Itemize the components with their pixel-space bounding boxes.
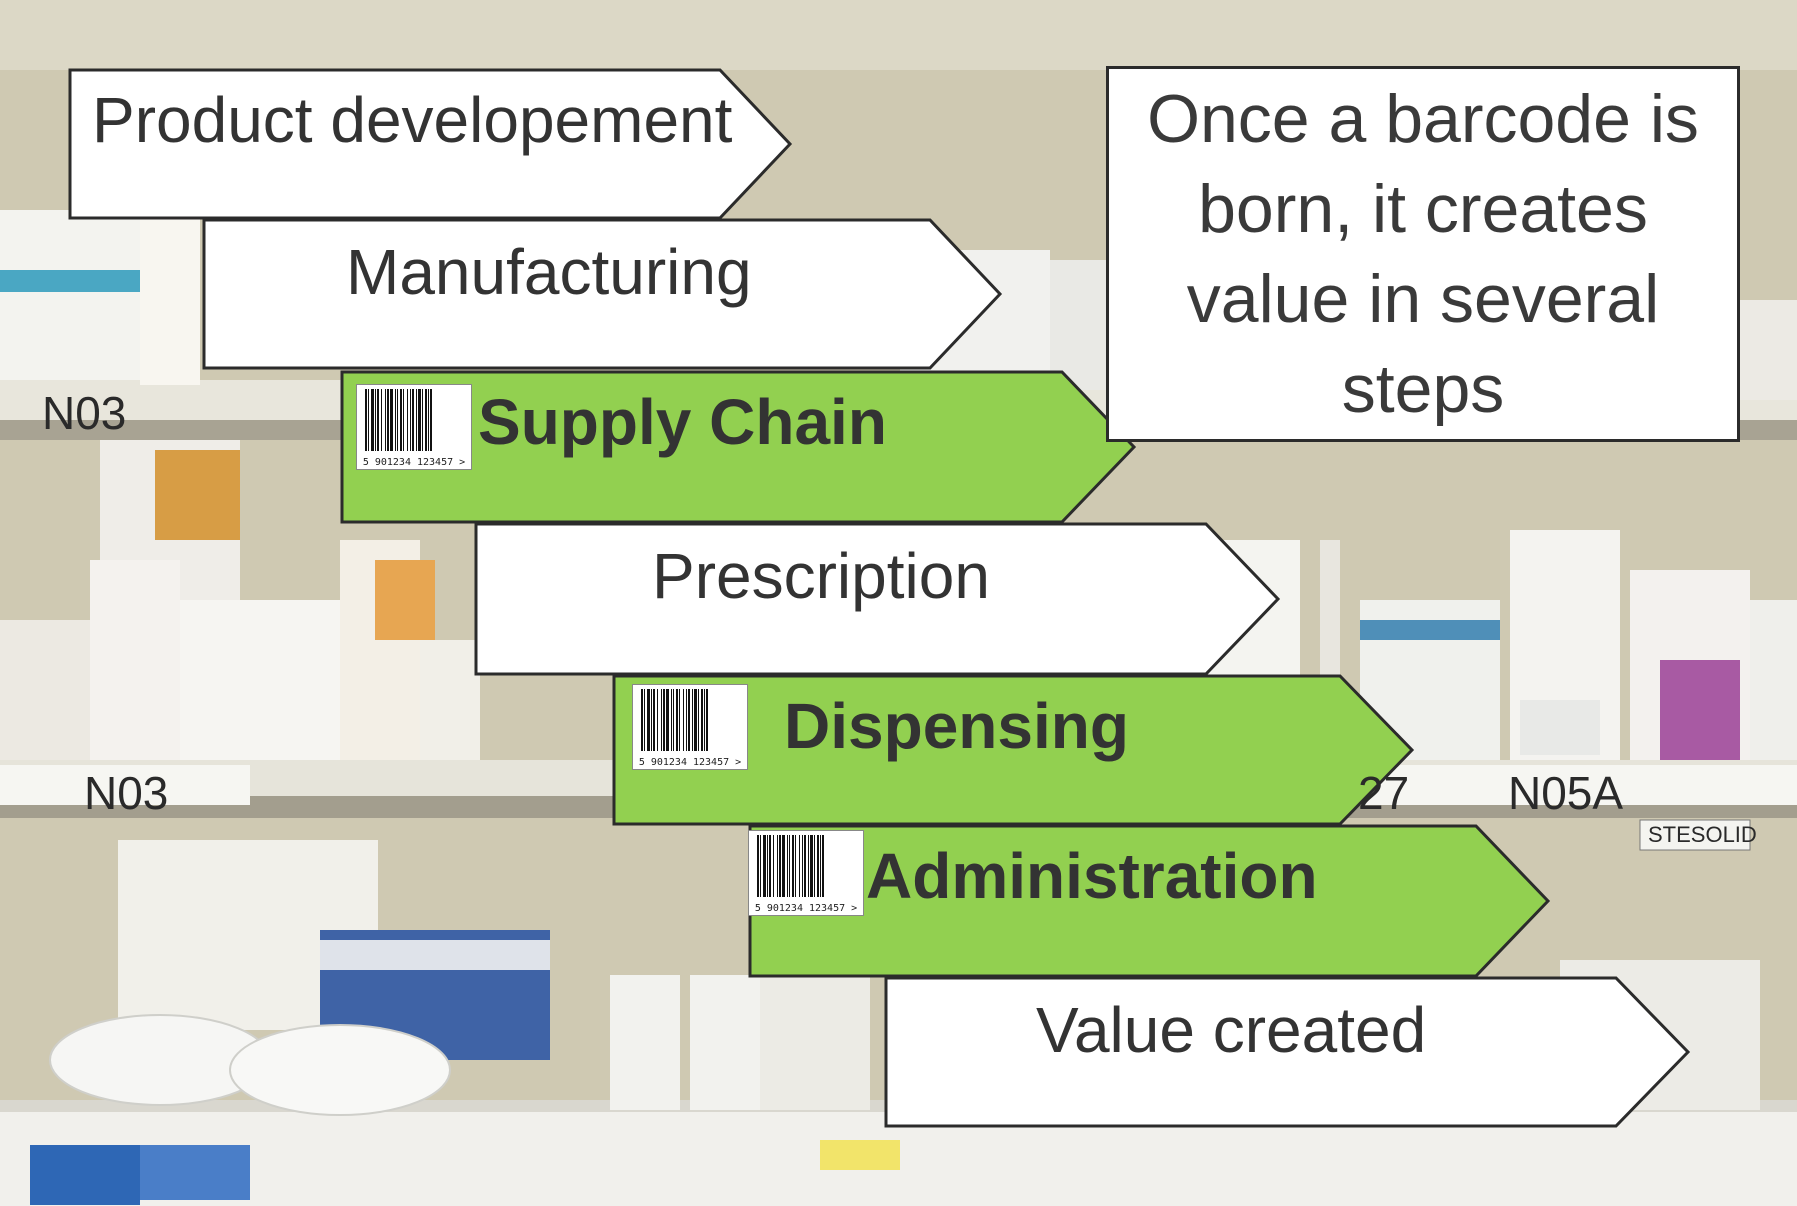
barcode-bar [410,389,411,451]
barcode-bar [412,389,414,451]
barcode-bar [808,835,809,897]
barcode-bar [688,689,690,751]
barcode-bar [773,835,774,897]
barcode-digits: 5 901234 123457 > [638,757,742,768]
barcode-bar [789,835,790,897]
barcode-bar [385,389,386,451]
barcode-bar [647,689,650,751]
barcode-bar [698,689,699,751]
barcode-bar [653,689,655,751]
barcode-digits: 5 901234 123457 > [754,903,858,914]
barcode-bar [644,689,645,751]
shelf-label-top: N03 [42,387,127,439]
barcode-bar [387,389,389,451]
barcode-bar [395,389,396,451]
barcode-bar [425,389,427,451]
barcode-bar [375,389,376,451]
barcode-bar [817,835,819,897]
step-arrow-dispensing [612,674,1415,826]
barcode-bar [792,835,794,897]
barcode-bar [381,389,382,451]
step-arrow-prescription [474,522,1281,676]
barcode-bar [694,689,697,751]
shelf-label-number: 27 [1358,767,1410,819]
shelf-label-n05a: N05A [1508,767,1624,819]
step-label-supply-chain: Supply Chain [478,386,887,458]
barcode-bar [777,835,778,897]
barcode-bar [779,835,781,897]
barcode-bar [810,835,813,897]
barcode-bar [802,835,803,897]
barcode-bar [430,389,432,451]
barcode-bar [390,389,393,451]
barcode-bar [422,389,423,451]
barcode-bar [814,835,815,897]
barcode-bar [782,835,785,897]
barcode-bar [657,689,658,751]
callout-box: Once a barcode is born, it creates value… [1106,66,1740,442]
barcode-bar [666,689,669,751]
barcode-bar [365,389,367,451]
step-label-manufacturing: Manufacturing [346,236,752,308]
barcode-bar [683,689,684,751]
barcode-bar [368,389,369,451]
barcode-bar [418,389,421,451]
shelf-label-middle: N03 [84,767,169,819]
barcode-bar [400,389,402,451]
barcode-icon: 5 901234 123457 > [748,830,864,916]
barcode-bar [673,689,674,751]
barcode-bar [679,689,680,751]
barcode-bar [692,689,693,751]
barcode-bar [397,389,398,451]
step-arrow-administration [748,824,1551,978]
barcode-bar [403,389,404,451]
step-label-dispensing: Dispensing [784,690,1129,762]
step-label-prescription: Prescription [652,540,990,612]
barcode-bar [651,689,652,751]
barcode-icon: 5 901234 123457 > [356,384,472,470]
barcode-bar [641,689,643,751]
barcode-bar [701,689,703,751]
barcode-bar [767,835,768,897]
barcode-bar [763,835,766,897]
barcode-bar [820,835,821,897]
step-label-value-created: Value created [1036,994,1427,1066]
stesolid-label: STESOLID [1648,822,1757,847]
barcode-bar [416,389,417,451]
barcode-bar [407,389,408,451]
step-arrow-manufacturing [202,218,1003,370]
step-arrow-value-created [884,976,1691,1128]
barcode-bar [377,389,379,451]
barcode-bar [822,835,824,897]
barcode-bar [804,835,806,897]
barcode-bar [676,689,678,751]
barcode-icon: 5 901234 123457 > [632,684,748,770]
barcode-bar [799,835,800,897]
step-arrow-supply-chain [340,370,1137,524]
step-label-product-development: Product developement [92,84,733,156]
barcode-bar [760,835,761,897]
barcode-bar [663,689,665,751]
callout-text: Once a barcode is born, it creates value… [1147,81,1699,427]
barcode-bar [704,689,705,751]
barcode-bar [769,835,771,897]
barcode-bar [787,835,788,897]
step-arrows [68,68,1691,1128]
barcode-bar [671,689,672,751]
step-arrow-product-development [68,68,793,220]
barcode-bar [795,835,796,897]
barcode-bar [686,689,687,751]
barcode-bar [428,389,429,451]
barcode-bar [661,689,662,751]
barcode-bar [757,835,759,897]
barcode-bar [706,689,708,751]
step-label-administration: Administration [866,840,1318,912]
barcode-digits: 5 901234 123457 > [362,457,466,468]
barcode-bar [371,389,374,451]
